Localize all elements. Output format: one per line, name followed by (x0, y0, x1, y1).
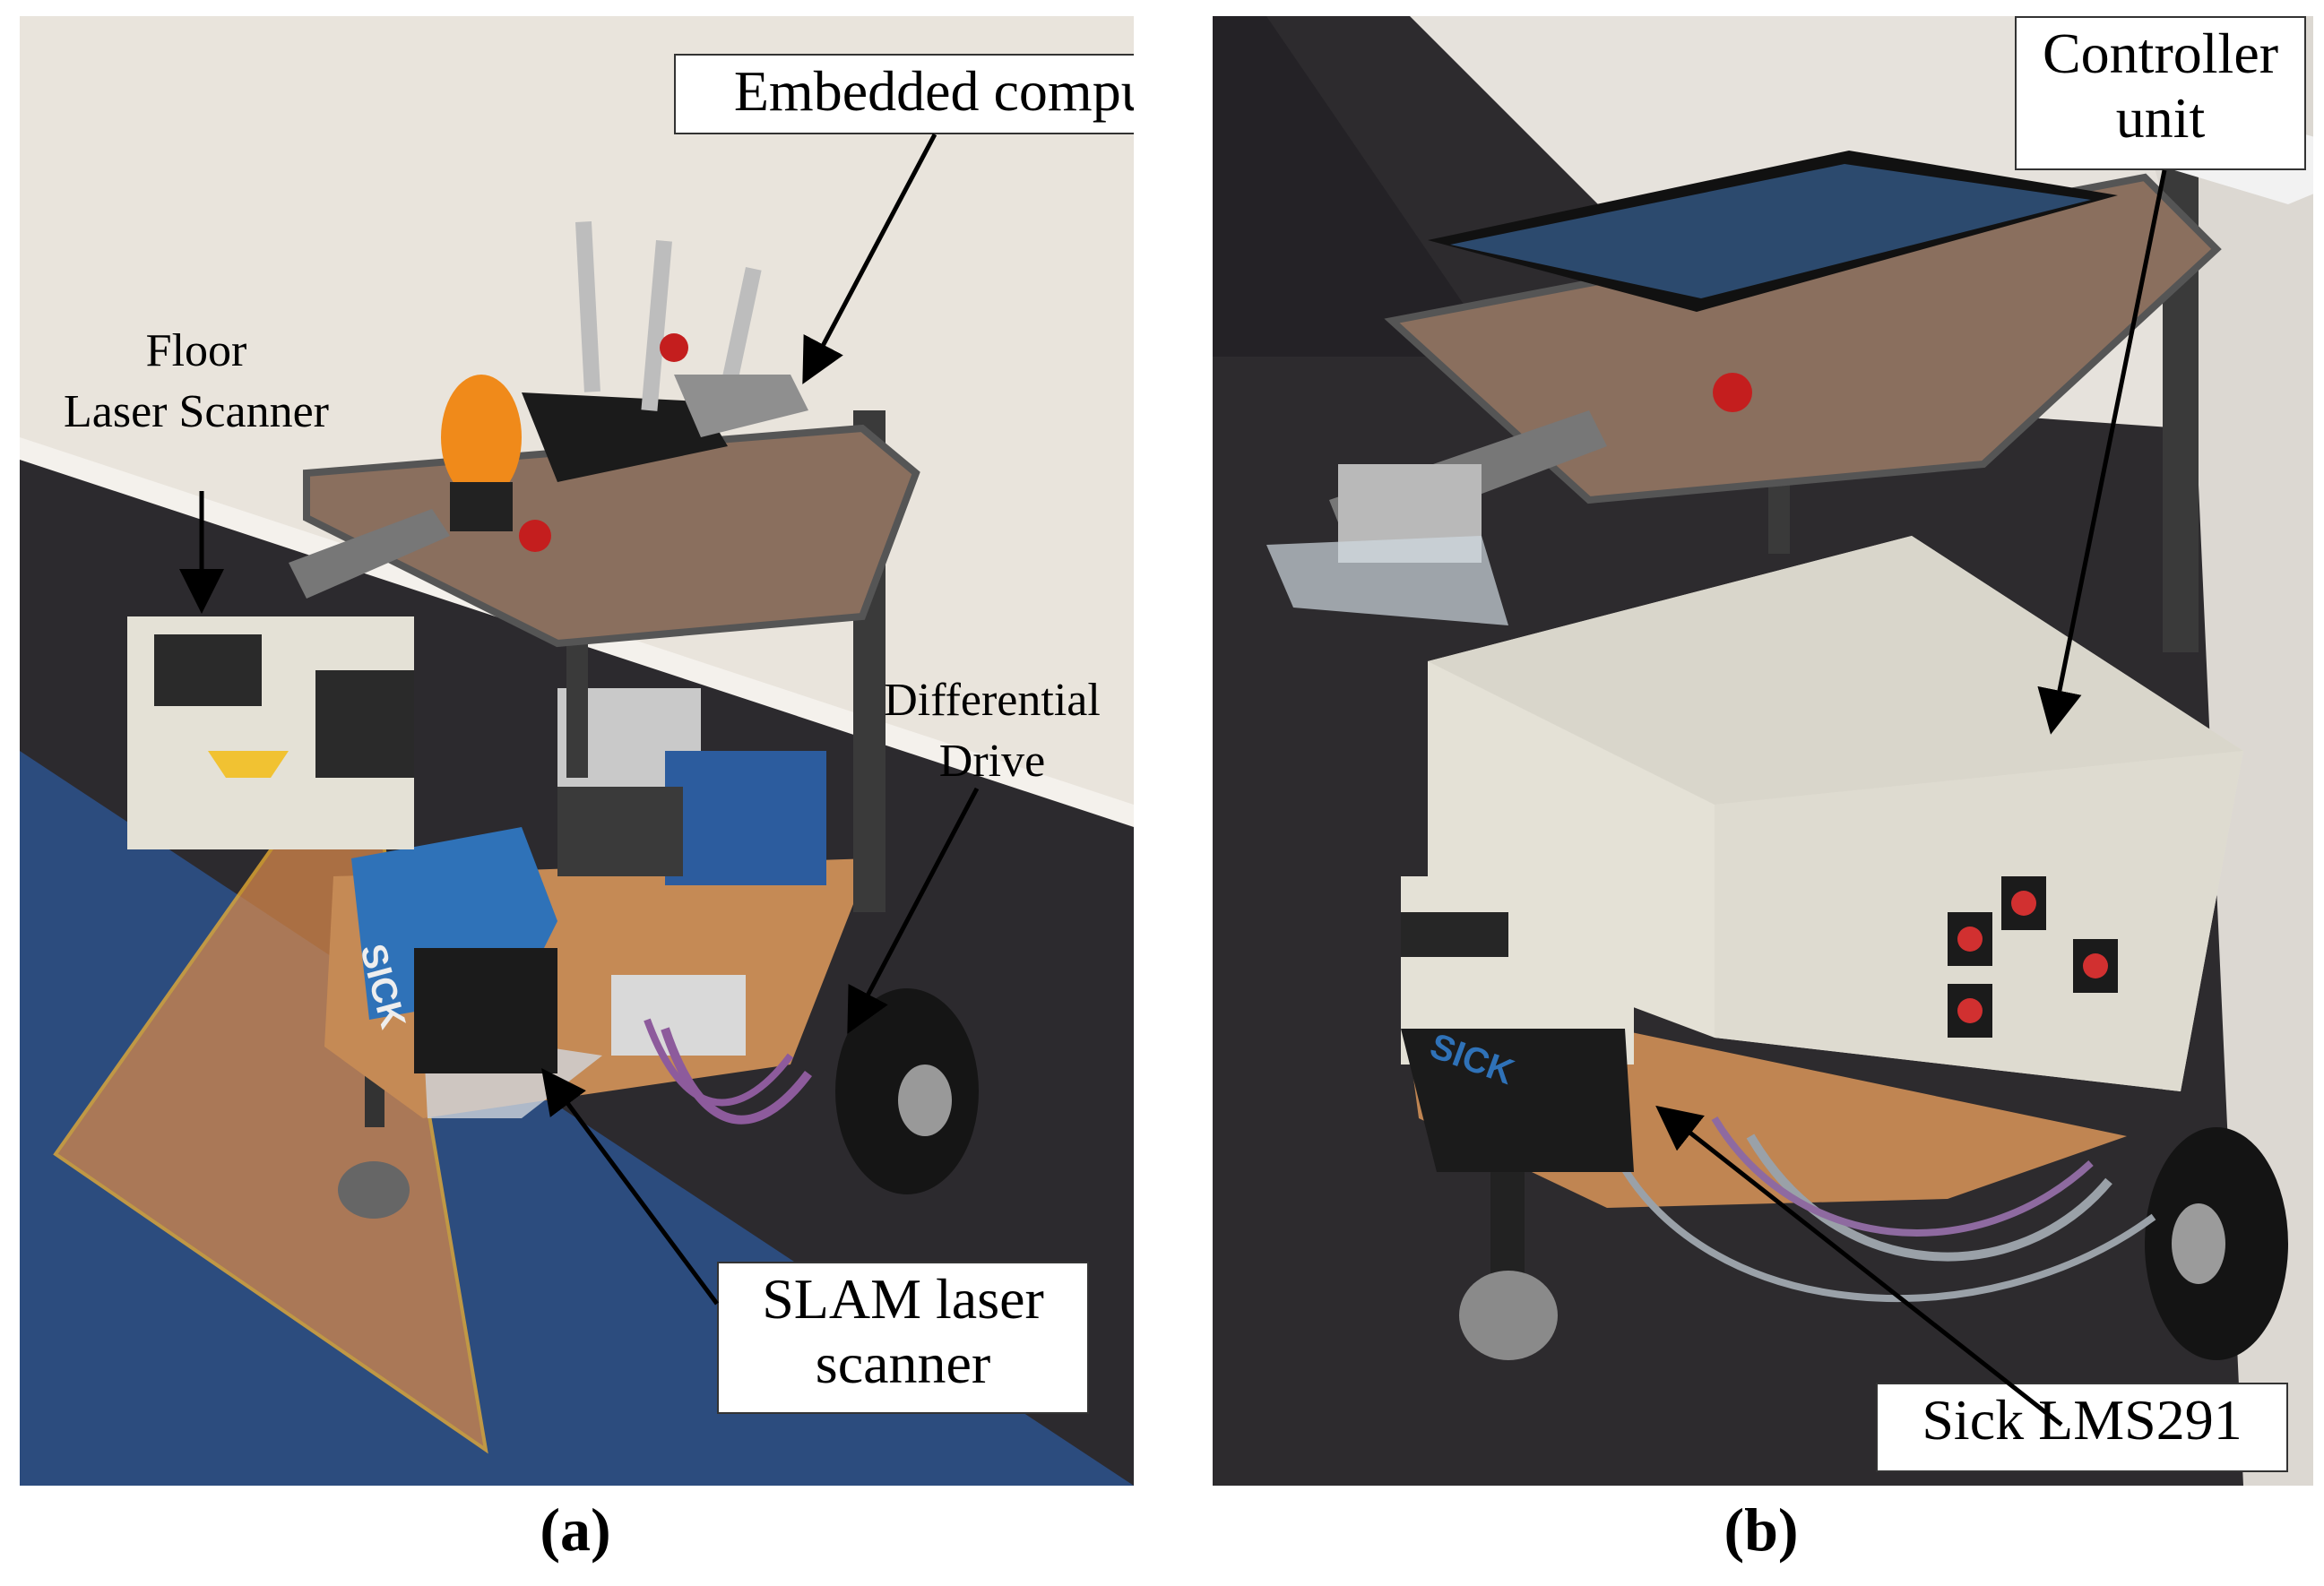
label-sick-lms291: Sick LMS291 (1876, 1383, 2288, 1472)
photo-panel-b: SICK Controller unit Sick LMS291 (1213, 16, 2313, 1486)
robot-photo-b: SICK (1213, 16, 2313, 1486)
label-floor-laser-scanner: Floor Laser Scanner (64, 325, 329, 437)
label-slam-laser-scanner: SLAM laser scanner (717, 1262, 1089, 1414)
label-embedded-computer: Embedded computer (674, 54, 1134, 134)
caption-b: (b) (1724, 1495, 1799, 1564)
photo-panel-a: SICK Embedded computer Floor Laser Scann… (20, 16, 1134, 1486)
label-controller-unit: Controller unit (2015, 16, 2306, 170)
label-differential-drive: Differential Drive (884, 675, 1101, 787)
caption-a: (a) (540, 1495, 611, 1564)
